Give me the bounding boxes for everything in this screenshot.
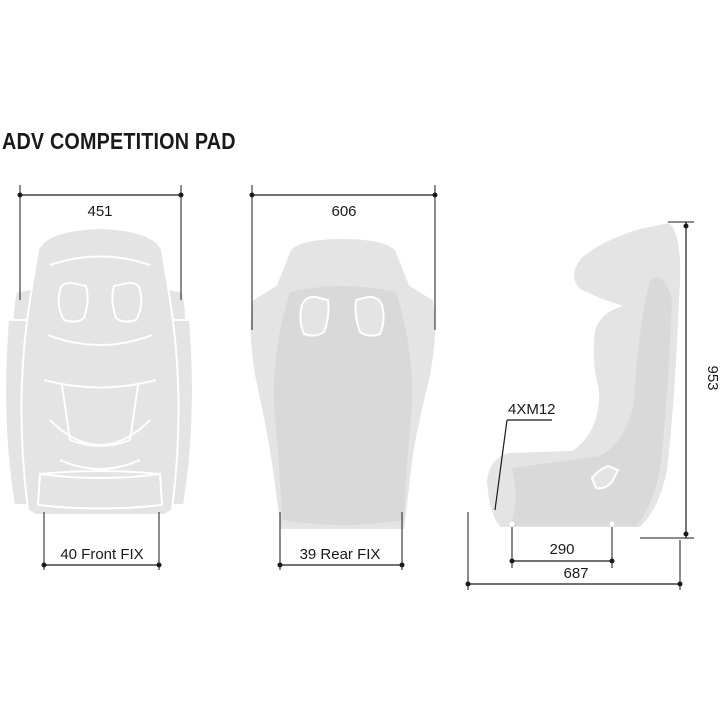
front-view-seat <box>4 226 194 516</box>
diagram-title: ADV COMPETITION PAD <box>2 128 236 154</box>
depth-label: 687 <box>563 565 588 582</box>
front-fix-dimension <box>41 512 162 570</box>
rear-width-label: 606 <box>331 203 356 220</box>
side-depth-dimension <box>465 512 683 590</box>
side-height-label: 953 <box>704 365 720 390</box>
front-width-dimension <box>17 185 184 300</box>
bolt-leader <box>494 419 552 511</box>
side-mount-spacing-dimension <box>509 527 615 568</box>
front-fix-label: 40 Front FIX <box>60 546 143 563</box>
rear-view-seat <box>248 236 438 531</box>
rear-fix-dimension <box>277 512 405 570</box>
side-height-dimension <box>640 221 694 539</box>
side-view-seat <box>484 220 683 529</box>
rear-width-dimension <box>249 185 438 330</box>
rear-fix-label: 39 Rear FIX <box>300 546 381 563</box>
front-width-label: 451 <box>87 203 112 220</box>
bolt-label: 4XM12 <box>508 401 556 418</box>
mount-spacing-label: 290 <box>549 541 574 558</box>
